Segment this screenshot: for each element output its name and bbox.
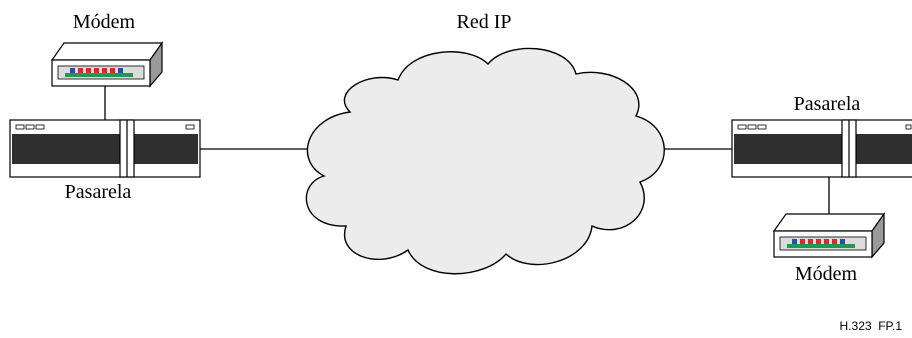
- gateway-vent-2: [25, 124, 35, 130]
- gateway-vent-2: [747, 124, 757, 130]
- modem-led-2: [800, 239, 805, 244]
- gateway-vent-3: [35, 124, 45, 130]
- modem-led-4: [816, 239, 821, 244]
- gateway-dark-band-left: [734, 134, 842, 164]
- left-modem-label: Módem: [73, 11, 136, 33]
- modem-led-6: [832, 239, 837, 244]
- right-gateway-label: Pasarela: [794, 93, 861, 115]
- modem-led-2: [78, 68, 83, 73]
- left-modem: Módem: [50, 11, 164, 88]
- figure-id: H.323 FP.1: [840, 319, 903, 333]
- gateway-dark-band-right: [134, 134, 198, 164]
- modem-led-4: [94, 68, 99, 73]
- modem-led-5: [102, 68, 107, 73]
- right-modem-label: Módem: [795, 263, 858, 285]
- modem-led-base: [65, 73, 133, 77]
- left-gateway: Pasarela: [9, 119, 201, 203]
- cloud-icon: [305, 47, 665, 275]
- gateway-icon: [731, 119, 912, 178]
- gateway-vent-1: [15, 124, 25, 130]
- modem-led-1: [70, 68, 75, 73]
- right-modem: Módem: [772, 212, 886, 285]
- gateway-vent-3: [757, 124, 767, 130]
- modem-led-5: [824, 239, 829, 244]
- modem-led-7: [840, 239, 845, 244]
- modem-led-3: [808, 239, 813, 244]
- gateway-vent-1: [737, 124, 747, 130]
- gateway-status-light: [905, 124, 912, 130]
- modem-icon: [772, 212, 886, 259]
- connection-lines: [104, 84, 830, 214]
- gateway-dark-band-right: [856, 134, 912, 164]
- modem-top-face: [772, 213, 886, 232]
- modem-led-7: [118, 68, 123, 73]
- ip-network-cloud: [305, 47, 665, 275]
- modem-led-base: [787, 244, 855, 248]
- gateway-status-light: [185, 124, 195, 130]
- modem-led-3: [86, 68, 91, 73]
- modem-led-6: [110, 68, 115, 73]
- network-label: Red IP: [457, 11, 512, 33]
- modem-icon: [50, 41, 164, 88]
- gateway-icon: [9, 119, 201, 178]
- gateway-dark-band-left: [12, 134, 120, 164]
- left-gateway-label: Pasarela: [65, 181, 132, 203]
- right-gateway: Pasarela: [731, 93, 912, 178]
- modem-top-face: [50, 42, 164, 61]
- modem-led-1: [792, 239, 797, 244]
